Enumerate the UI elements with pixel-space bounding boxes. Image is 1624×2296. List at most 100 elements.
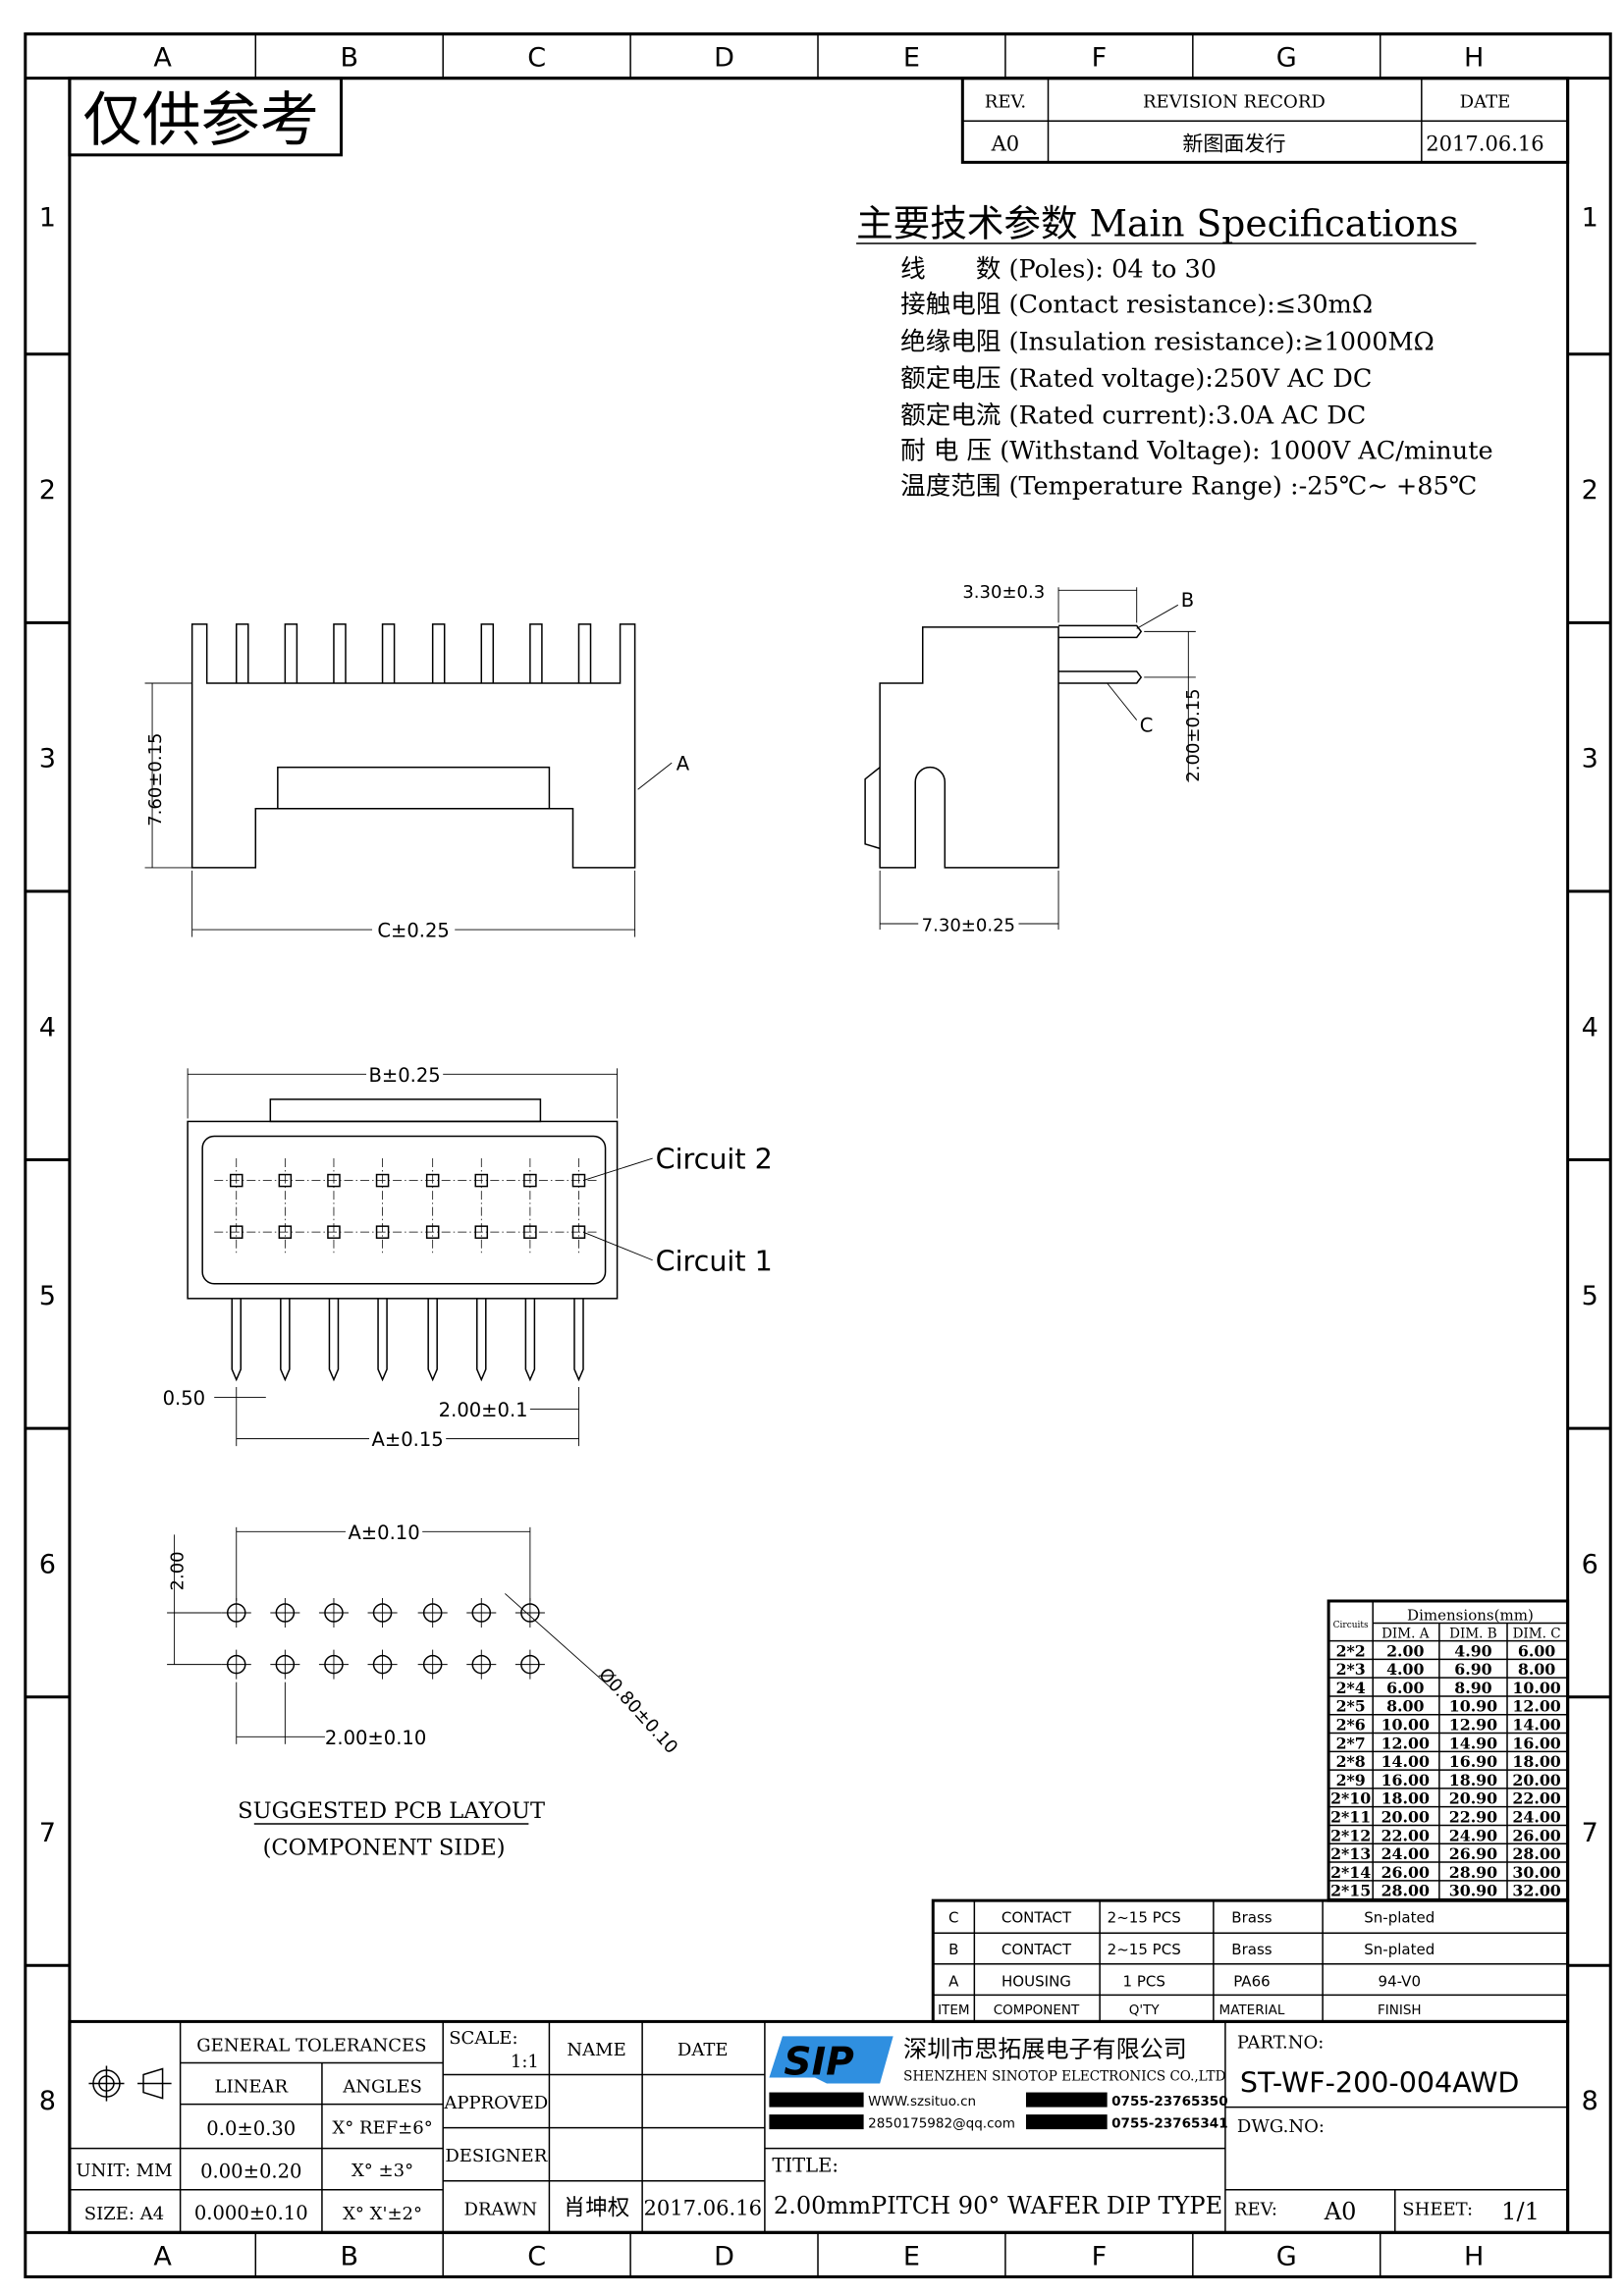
contact-square — [327, 1173, 341, 1188]
grid-row-label: 2 — [1582, 475, 1598, 506]
front-height-dim: 7.60±0.15 — [145, 732, 166, 826]
dim-row-value: 14.00 — [1381, 1752, 1430, 1771]
contact-square — [571, 1225, 586, 1239]
spec-rated-voltage: 额定电压 (Rated voltage):250V AC DC — [900, 364, 1372, 394]
dim-row-circuits: 2*6 — [1336, 1716, 1366, 1735]
spec-poles: 线 数 (Poles): 04 to 30 — [900, 255, 1217, 285]
pin — [235, 623, 249, 683]
grid-column-label: D — [714, 43, 734, 74]
pin — [284, 623, 298, 683]
grid-column-label: G — [1276, 43, 1297, 74]
bom-cell: CONTACT — [1001, 1941, 1072, 1958]
date-header-tb: DATE — [677, 2040, 729, 2060]
contact-square — [571, 1173, 586, 1188]
contact-square — [375, 1225, 390, 1239]
website-label-redacted — [769, 2092, 864, 2108]
pin — [577, 623, 592, 683]
dim-row-value: 8.00 — [1386, 1697, 1424, 1716]
dim-row-value: 22.00 — [1381, 1826, 1430, 1844]
bom-cell: CONTACT — [1001, 1909, 1072, 1927]
dim-row-value: 10.00 — [1381, 1716, 1430, 1735]
pin-width-dim: 0.50 — [163, 1387, 205, 1410]
bom-cell: Sn-plated — [1364, 1941, 1435, 1958]
grid-column-label: H — [1464, 2241, 1484, 2271]
bottom-a-dim: A±0.15 — [372, 1428, 444, 1451]
side-width-dim: 7.30±0.25 — [922, 916, 1015, 936]
contact-square — [375, 1173, 390, 1188]
dim-row-value: 28.90 — [1449, 1863, 1497, 1882]
contact-square — [425, 1173, 440, 1188]
pin-tail — [377, 1298, 388, 1382]
grid-column-label: B — [340, 43, 358, 74]
drawn-date: 2017.06.16 — [644, 2195, 762, 2219]
dim-row-circuits: 2*15 — [1330, 1882, 1371, 1900]
grid-row-label: 4 — [39, 1012, 56, 1042]
grid-row-label: 3 — [39, 744, 56, 774]
dim-row-value: 26.00 — [1381, 1863, 1430, 1882]
dim-row-circuits: 2*7 — [1336, 1734, 1366, 1752]
bom-cell: C — [948, 1909, 959, 1927]
contact-square — [229, 1225, 244, 1239]
dim-row-circuits: 2*13 — [1330, 1844, 1371, 1863]
bom-cell: Brass — [1231, 1941, 1272, 1958]
front-label-a: A — [677, 753, 690, 775]
dim-row-value: 6.00 — [1386, 1679, 1424, 1697]
dim-row-circuits: 2*8 — [1336, 1752, 1366, 1771]
bottom-b-dim: B±0.25 — [368, 1064, 440, 1087]
dim-row-value: 26.00 — [1512, 1826, 1560, 1844]
dim-a-header: DIM. A — [1381, 1627, 1430, 1642]
bom-cell: 2~15 PCS — [1108, 1941, 1181, 1958]
grid-row-label: 1 — [1582, 203, 1598, 234]
dim-row-value: 24.00 — [1381, 1844, 1430, 1863]
revision-block: REV. REVISION RECORD DATE A0 新图面发行 2017.… — [960, 77, 1570, 164]
pin-tail — [328, 1298, 340, 1382]
email-label-redacted — [769, 2114, 864, 2130]
pin-tail — [280, 1298, 291, 1382]
pcb-a-dim: A±0.10 — [348, 1522, 419, 1544]
revision-record-header: REVISION RECORD — [1143, 92, 1326, 113]
side-label-b: B — [1181, 589, 1194, 612]
front-view: 7.60±0.15 C±0.25 A — [144, 623, 690, 942]
linear-label: LINEAR — [214, 2077, 288, 2098]
watermark-text: 仅供参考 — [82, 86, 318, 155]
grid-row-label: 5 — [1582, 1281, 1598, 1311]
dim-row-value: 24.90 — [1449, 1826, 1497, 1844]
dim-row-value: 12.00 — [1381, 1734, 1430, 1752]
angle-tol-2: X° ±3° — [352, 2161, 413, 2181]
grid-column-label: G — [1276, 2241, 1297, 2271]
side-pin-dim: 3.30±0.3 — [962, 582, 1045, 603]
dim-row-value: 22.00 — [1512, 1789, 1560, 1808]
pin-tail — [427, 1298, 438, 1382]
bom-header: COMPONENT — [994, 2002, 1080, 2018]
revision-date: 2017.06.16 — [1426, 131, 1543, 155]
dim-row-circuits: 2*11 — [1330, 1807, 1371, 1826]
dim-row-value: 32.00 — [1512, 1882, 1560, 1900]
bom-cell: B — [948, 1941, 958, 1958]
dim-row-value: 10.90 — [1449, 1697, 1497, 1716]
rev-value-tb: A0 — [1324, 2198, 1357, 2225]
dim-row-value: 22.90 — [1449, 1807, 1497, 1826]
dim-row-value: 28.00 — [1512, 1844, 1560, 1863]
angles-label: ANGLES — [342, 2077, 422, 2098]
dimension-table: Dimensions(mm) Circuits DIM. A DIM. B DI… — [1326, 1599, 1570, 1902]
projection-symbol-icon — [88, 2065, 172, 2102]
grid-row-label: 6 — [39, 1549, 56, 1579]
pin — [333, 623, 347, 683]
linear-tol-2: 0.00±0.20 — [200, 2161, 301, 2183]
phone-label-redacted — [1025, 2092, 1108, 2108]
grid-row-label: 8 — [39, 2086, 56, 2116]
side-label-c: C — [1140, 715, 1154, 737]
bottom-view: B±0.25 Circuit 2 Circuit 1 0.50 2.00±0.1… — [163, 1063, 773, 1451]
drawn-name: 肖坤权 — [564, 2195, 630, 2220]
spec-temperature-range: 温度范围 (Temperature Range) :-25℃~ +85℃ — [900, 472, 1477, 502]
dim-row-value: 12.00 — [1512, 1697, 1560, 1716]
grid-column-label: A — [153, 2241, 172, 2271]
grid-column-label: C — [527, 2241, 546, 2271]
grid-column-label: C — [527, 43, 546, 74]
unit-label: UNIT: MM — [76, 2161, 172, 2181]
specs-title: 主要技术参数 Main Specifications — [856, 202, 1458, 245]
pin-tail — [476, 1298, 487, 1382]
rev-value: A0 — [991, 131, 1020, 155]
main-specifications: 主要技术参数 Main Specifications 线 数 (Poles): … — [856, 202, 1493, 502]
grid-column-label: D — [714, 2241, 734, 2271]
